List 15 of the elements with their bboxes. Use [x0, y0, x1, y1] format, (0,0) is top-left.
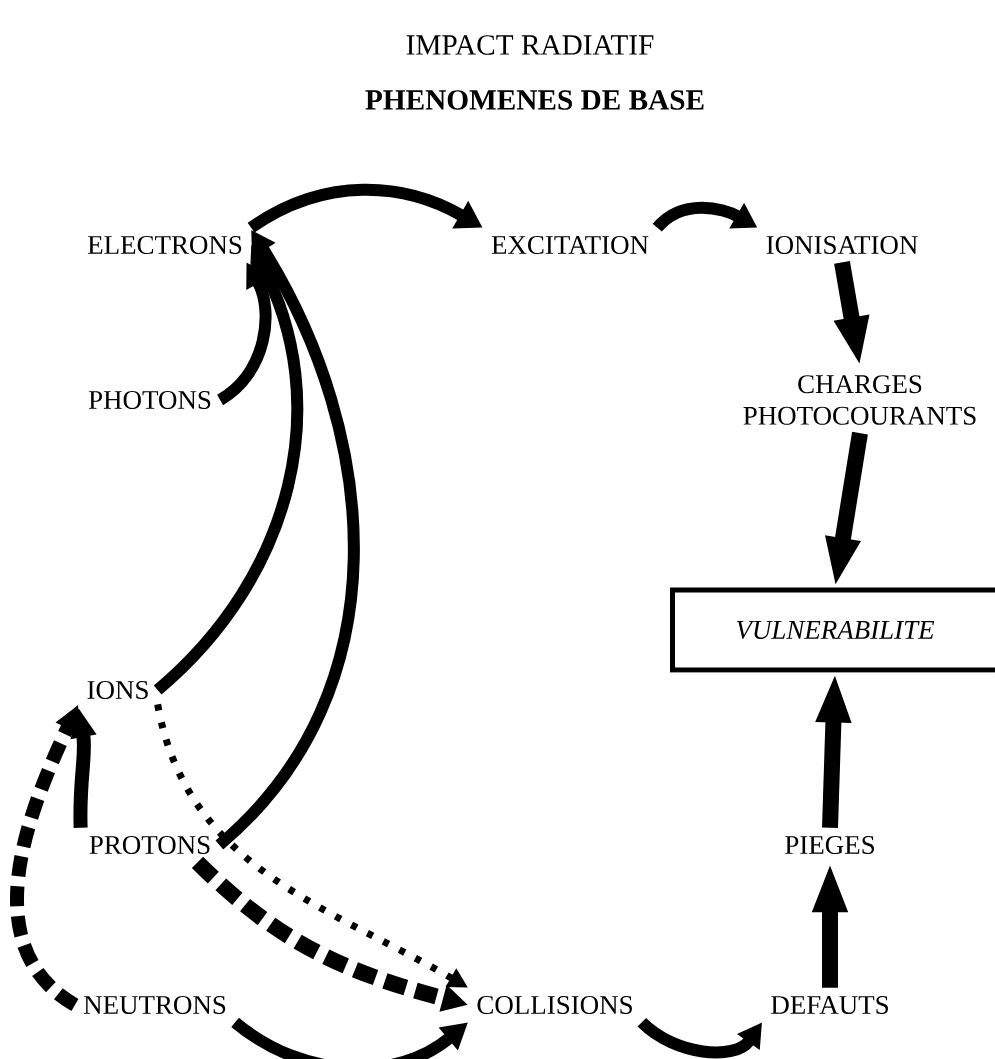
term-label: ELECTRONS	[87, 235, 242, 255]
term-label: COLLISIONS	[477, 995, 632, 1015]
subtitle: PHENOMENES DE BASE	[365, 90, 704, 110]
term-label: PHOTONS	[88, 390, 211, 410]
term-label: EXCITATION	[491, 235, 649, 255]
title: IMPACT RADIATIF	[406, 35, 654, 55]
outcome-box: VULNERABILITE	[670, 587, 995, 673]
term-label: PIEGES	[785, 835, 874, 855]
arrow	[637, 1017, 762, 1059]
term-label: DEFAUTS	[771, 995, 888, 1015]
term-label: IONISATION	[766, 235, 918, 255]
term-label: CHARGES PHOTOCOURANTS	[743, 375, 976, 425]
term-label: PROTONS	[89, 835, 210, 855]
term-label: IONS	[87, 680, 148, 700]
term-label: NEUTRONS	[83, 995, 226, 1015]
